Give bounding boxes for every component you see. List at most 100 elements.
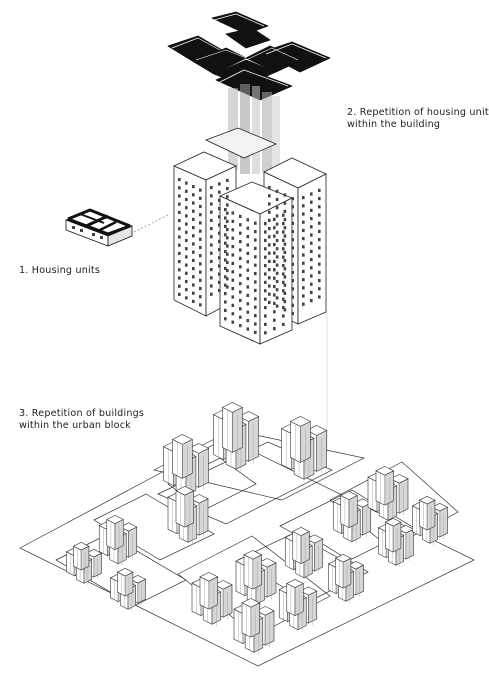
tower-window <box>185 214 188 218</box>
tower-window <box>210 186 213 190</box>
tower-window <box>264 238 267 242</box>
building-roof <box>199 572 219 582</box>
tower-window <box>283 275 287 279</box>
tower-window <box>226 236 229 240</box>
label-repetition-buildings-line2: within the urban block <box>19 420 131 431</box>
tower-window <box>231 219 235 223</box>
tower-window <box>275 304 279 308</box>
tower-window <box>275 189 279 193</box>
tower-window <box>275 222 279 226</box>
tower-window <box>275 271 279 275</box>
tower-window <box>310 258 313 262</box>
tower-window <box>275 206 279 210</box>
tower-window <box>254 314 257 318</box>
tower-window <box>302 220 305 224</box>
tower-window <box>199 229 202 233</box>
tower-window <box>199 295 202 299</box>
tower-window <box>282 297 285 301</box>
tower-window <box>282 230 285 234</box>
tower-window <box>246 268 250 272</box>
tower-window <box>199 237 202 241</box>
tower-window <box>264 314 267 318</box>
tower-window <box>268 210 271 214</box>
projection-beams <box>228 84 280 174</box>
tower-window <box>318 205 321 209</box>
tower-window <box>224 224 227 228</box>
building-roof <box>213 580 233 590</box>
tower-window <box>283 201 287 205</box>
tower-window <box>273 276 276 280</box>
tower-window <box>302 286 305 290</box>
tower-window <box>318 295 321 299</box>
tower-window <box>192 267 195 271</box>
tower-window <box>291 254 294 258</box>
tower-window <box>239 282 242 286</box>
tower-window <box>210 194 213 198</box>
tower-window <box>282 306 285 310</box>
tower-window <box>210 259 213 263</box>
tower-window <box>231 320 235 324</box>
tower-window <box>199 188 202 192</box>
tower-window <box>264 289 267 293</box>
tower-window <box>231 228 235 232</box>
tower-window <box>226 178 229 182</box>
block-buildings <box>65 402 449 655</box>
tower-window <box>210 210 213 214</box>
tower-window <box>302 212 305 216</box>
tower-window <box>264 280 267 284</box>
tower-window <box>282 213 285 217</box>
tower-window <box>224 258 227 262</box>
tower-window <box>224 250 227 254</box>
label-repetition-units: 2. Repetition of housing units within th… <box>347 107 489 131</box>
building-cluster <box>65 542 103 586</box>
tower-window <box>302 245 305 249</box>
tower-window <box>302 261 305 265</box>
tower-window <box>268 235 271 239</box>
tower-window <box>199 270 202 274</box>
tower-window <box>185 247 188 251</box>
tower-window <box>239 315 242 319</box>
tower-window <box>239 265 242 269</box>
building-cluster <box>212 402 260 472</box>
building-cluster <box>411 496 449 546</box>
tower-window <box>283 259 287 263</box>
label-repetition-buildings: 3. Repetition of buildings within the ur… <box>19 408 144 432</box>
tower-window <box>282 255 285 259</box>
tower-window <box>226 195 229 199</box>
building-roof <box>188 443 210 454</box>
tower-window <box>273 310 276 314</box>
tower-window <box>218 198 221 202</box>
tower-window <box>283 218 287 222</box>
tower-window <box>283 209 287 213</box>
tower-front-face-b <box>259 197 293 345</box>
tower-window <box>318 254 321 258</box>
tower-window <box>318 229 321 233</box>
tower-window <box>302 294 305 298</box>
tower-window <box>310 225 313 229</box>
tower-window <box>246 319 250 323</box>
tower-window <box>254 288 257 292</box>
tower-window <box>218 207 221 211</box>
tower-window <box>210 251 213 255</box>
tower-window <box>291 197 294 201</box>
tower-window <box>231 312 235 316</box>
tower-window <box>192 291 195 295</box>
tower-window <box>185 238 188 243</box>
tower-window <box>199 221 202 225</box>
building-roof <box>238 411 260 422</box>
tower-window <box>178 219 181 223</box>
tower-window <box>239 248 242 252</box>
tower-window <box>273 243 276 247</box>
tower-window <box>178 186 181 190</box>
tower-window <box>291 279 294 283</box>
tower-window <box>268 259 271 263</box>
tower-window <box>268 194 271 198</box>
tower-window <box>178 260 181 264</box>
tower-window <box>178 235 181 239</box>
tower-window <box>264 230 267 234</box>
tower-window <box>246 293 250 297</box>
tower-window <box>268 251 271 255</box>
tower-window <box>310 282 313 286</box>
tower-window <box>264 322 267 326</box>
tower-window <box>310 192 313 196</box>
